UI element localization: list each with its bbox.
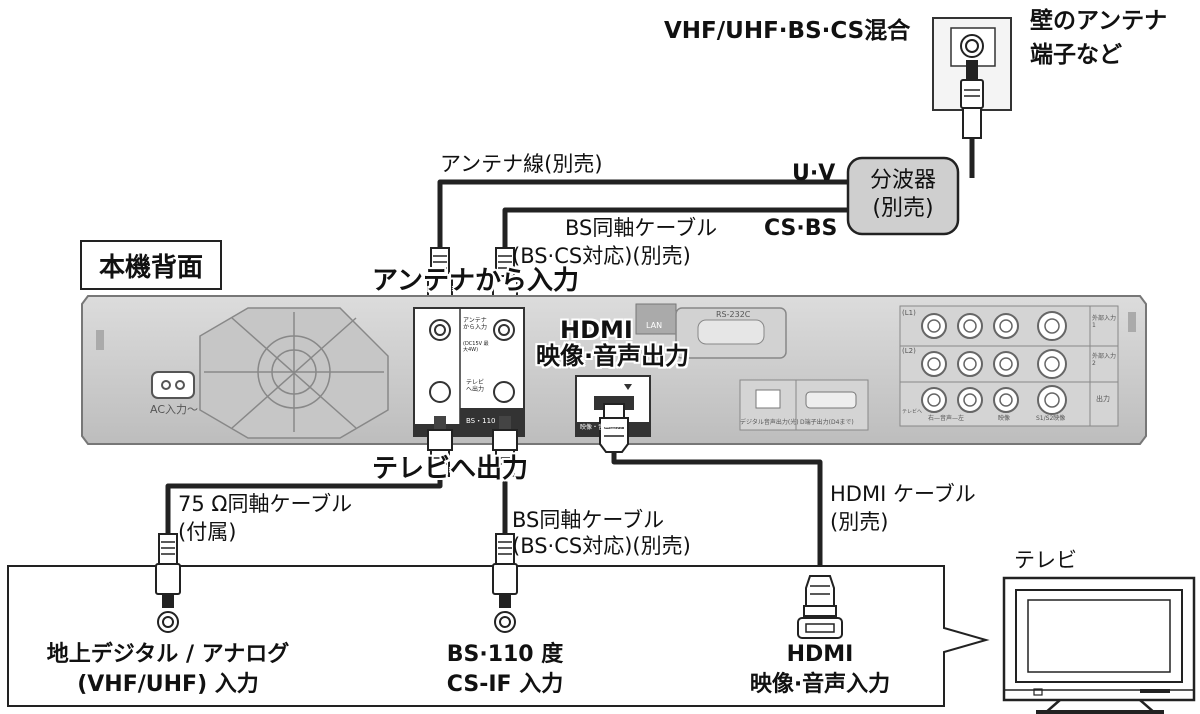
input-l1-label: (L1) <box>902 309 916 317</box>
plug-hdmi-out <box>599 403 629 453</box>
antenna-in-label: アンテナから入力 <box>372 266 579 296</box>
cable-75ohm <box>165 476 443 536</box>
wall-caption-line1: 壁のアンテナ <box>1030 8 1168 34</box>
input-l2-label: (L2) <box>902 347 916 355</box>
cable-bs-top-label-line1: BS同軸ケーブル <box>565 216 718 240</box>
cable-bs-bottom-label-line2: (BS·CS対応)(別売) <box>512 534 691 558</box>
out-label: 出力 <box>1096 395 1110 403</box>
cable-hdmi <box>611 452 823 576</box>
cable-bs-top-label-line2: (BS·CS対応)(別売) <box>512 244 691 268</box>
video-label: 映像 <box>998 415 1011 422</box>
tv-input-hdmi-line2: 映像·音声入力 <box>749 672 891 697</box>
cable-75ohm-label-line1: 75 Ω同軸ケーブル <box>178 492 353 516</box>
cable-75ohm-label-line2: (付属) <box>178 520 237 544</box>
cable-antenna-label: アンテナ線(別売) <box>440 152 603 176</box>
panel-bs110-label: BS・110 <box>466 417 496 425</box>
tv-input-terrestrial-line1: 地上デジタル / アナログ <box>46 642 290 667</box>
splitter-label-line2: (別売) <box>872 196 934 221</box>
recorder-back-label: 本機背面 <box>80 240 222 290</box>
cable-bs-top <box>502 207 848 250</box>
lan-label: LAN <box>646 321 663 330</box>
rs232c-label: RS-232C <box>716 310 751 319</box>
plug-tv-hdmi <box>797 575 843 639</box>
ac-in-label: AC入力～ <box>150 403 199 416</box>
recorder-back-panel <box>81 295 1147 445</box>
tv-input-bs-line2: CS-IF 入力 <box>446 672 564 697</box>
splitter-out-csbs: CS·BS <box>764 216 838 241</box>
tv-input-hdmi-line1: HDMI <box>786 642 854 667</box>
wall-source-label: VHF/UHF·BS·CS混合 <box>664 18 911 44</box>
s1s2-video-label: S1/S2映像 <box>1036 415 1066 422</box>
tv-input-panel <box>7 565 990 707</box>
right-left-audio-label: 右—音声—左 <box>928 415 965 422</box>
hdmi-out-label-line1: HDMI <box>560 316 633 344</box>
plug-tv-terrestrial <box>155 533 181 633</box>
wall-outlet <box>932 17 1012 111</box>
splitter-label-line1: 分波器 <box>869 168 936 193</box>
tv-input-terrestrial-line2: (VHF/UHF) 入力 <box>77 672 259 697</box>
tv-label: テレビ <box>1014 548 1077 572</box>
ext-in1-label: 外部入力1 <box>1092 315 1117 329</box>
panel-av-out-label: 映像・音声出力 <box>580 424 623 431</box>
plug-bs-out <box>492 416 518 477</box>
wall-plug <box>960 60 984 160</box>
digital-audio-label: デジタル音声出力(光) <box>740 419 799 426</box>
tv-small-label: テレビへ <box>902 409 923 415</box>
cable-hdmi-label-line1: HDMI ケーブル <box>830 482 976 506</box>
panel-antenna-in-label: アンテナから入力 <box>463 317 488 331</box>
tv-input-bs-line1: BS·110 度 <box>446 642 564 667</box>
tv-out-label: テレビへ出力 <box>372 454 529 484</box>
cable-antenna-uv <box>437 179 848 250</box>
wall-caption-line2: 端子など <box>1030 42 1122 68</box>
splitter-box <box>846 156 975 236</box>
panel-dc-label: (DC15V 最大4W) <box>463 341 489 353</box>
hdmi-out-label-line2: 映像·音声出力 <box>536 342 690 370</box>
plug-tv-bs <box>492 533 518 633</box>
cable-hdmi-label-line2: (別売) <box>830 510 889 534</box>
tv-set <box>1002 576 1196 714</box>
splitter-out-uv: U·V <box>792 161 836 186</box>
d-terminal-label: D端子出力(D4まで) <box>800 419 854 426</box>
cable-bs-bottom-label-line1: BS同軸ケーブル <box>512 508 665 532</box>
ext-in2-label: 外部入力2 <box>1092 353 1117 367</box>
panel-tv-out-label: テレビへ出力 <box>466 379 485 393</box>
